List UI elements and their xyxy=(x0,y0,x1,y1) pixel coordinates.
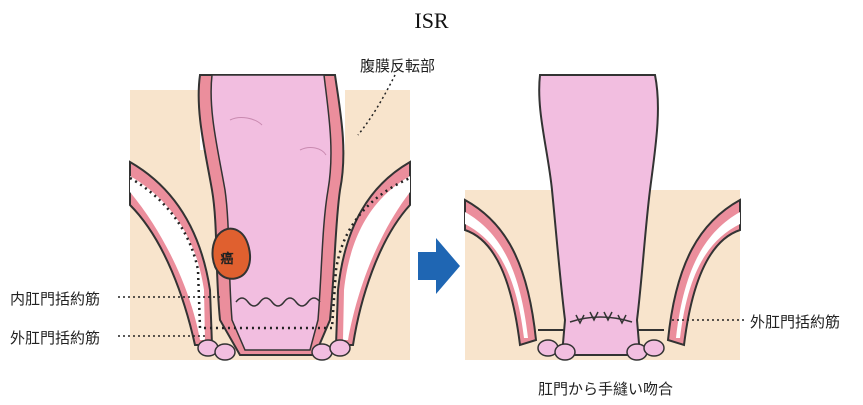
external-sphincter-label-right: 外肛門括約筋 xyxy=(750,311,840,332)
tumor-label: 癌 xyxy=(215,248,239,267)
procedure-arrow-icon xyxy=(418,238,460,294)
peritoneal-reflection-label: 腹膜反転部 xyxy=(360,55,435,76)
external-sphincter-label-left: 外肛門括約筋 xyxy=(10,327,100,348)
before-surgery-panel xyxy=(118,75,410,360)
internal-sphincter-label: 内肛門括約筋 xyxy=(10,288,100,309)
after-surgery-panel xyxy=(465,75,745,360)
anal-suture-label: 肛門から手縫い吻合 xyxy=(538,378,673,399)
